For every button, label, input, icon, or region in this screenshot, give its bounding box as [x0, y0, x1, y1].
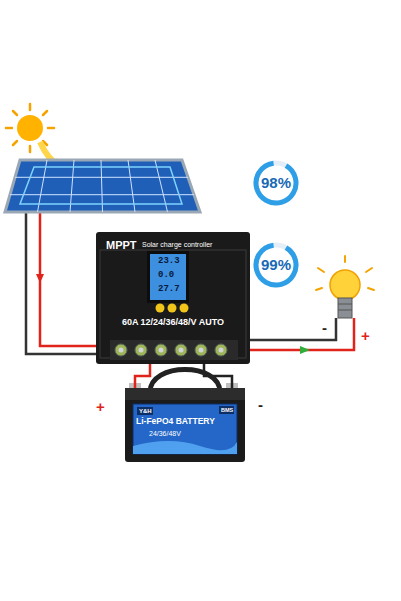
polarity-sign: + [96, 399, 105, 414]
node-text: Solar charge controller [142, 241, 212, 249]
charge-controller [199, 348, 204, 353]
light-bulb [316, 256, 374, 318]
ring-arc [253, 242, 299, 288]
battery [137, 407, 153, 415]
light-bulb [366, 268, 372, 272]
node-text: 27.7 [158, 285, 180, 295]
battery [125, 388, 245, 400]
solar-panel [15, 177, 188, 178]
light-bulb [338, 298, 352, 318]
charge-controller [135, 344, 147, 356]
light-bulb [344, 256, 346, 262]
battery-box: Y&H Li-FePO4 BATTERY 24/36/48V BMS [125, 388, 245, 462]
percent-ring: 99% [253, 242, 299, 288]
battery [125, 388, 245, 462]
charge-controller [139, 348, 144, 353]
charge-controller [219, 348, 224, 353]
charge-controller [115, 344, 127, 356]
node-text: 99% [261, 257, 291, 274]
polarity-sign: - [322, 320, 327, 335]
light-bulb [318, 268, 324, 272]
battery [125, 370, 245, 463]
node-text: 23.3 [158, 257, 180, 267]
solar-panel [10, 160, 194, 212]
sun-icon [43, 111, 47, 115]
light-bulb [368, 288, 374, 290]
node-text: 60A 12/24/36/48/V AUTO [96, 318, 250, 328]
battery [133, 441, 237, 454]
charge-controller [179, 348, 184, 353]
lcd-screen: 23.3 0.0 27.7 [150, 254, 186, 300]
solar-panel [20, 167, 182, 204]
ring-arc [253, 160, 299, 206]
sun-icon [6, 127, 12, 130]
charge-controller [195, 344, 207, 356]
battery [219, 406, 234, 414]
charge-controller [96, 232, 250, 364]
battery-wire [204, 364, 232, 388]
node-text: MPPT [106, 239, 137, 251]
sun-icon [6, 104, 54, 152]
charge-controller [147, 251, 189, 303]
charge-controller [119, 348, 224, 353]
charge-controller [180, 304, 189, 313]
charge-controller [96, 232, 250, 364]
sun-icon [29, 146, 32, 152]
load-wire [240, 318, 336, 340]
charge-controller [119, 348, 124, 353]
solar-panel [5, 160, 200, 212]
polarity-sign: - [258, 397, 263, 412]
sun-icon [6, 104, 54, 152]
charge-controller [215, 344, 227, 356]
node-text: 24/36/48V [149, 430, 181, 438]
light-bulb [338, 310, 352, 311]
sun-icon [13, 111, 17, 115]
charge-controller [115, 344, 227, 356]
pv-wire [36, 274, 44, 283]
charge-controller [110, 340, 238, 360]
sun-icon [17, 115, 43, 141]
light-bulb [338, 304, 352, 305]
charge-controller [175, 344, 187, 356]
charge-controller [155, 344, 167, 356]
battery-wire [135, 364, 150, 388]
node-text: BMS [221, 407, 233, 413]
solar-panel [5, 160, 200, 212]
node-text: Y&H [139, 408, 152, 415]
battery [133, 404, 237, 454]
sun-icon [13, 141, 17, 145]
sun-icon [48, 127, 54, 130]
charge-controller [156, 304, 165, 313]
node-text: Li-FePO4 BATTERY [136, 417, 215, 426]
load-wire [240, 318, 354, 354]
sun-icon [29, 104, 32, 110]
polarity-sign: + [361, 328, 370, 343]
load-wire [240, 318, 354, 350]
light-bulb [316, 288, 322, 290]
charge-controller-box: MPPT Solar charge controller 60A 12/24/36/… [96, 232, 250, 364]
charge-controller [168, 304, 177, 313]
node-text: 0.0 [158, 271, 174, 281]
percent-ring: 98% [253, 160, 299, 206]
node-text: 98% [261, 175, 291, 192]
light-bulb [330, 270, 360, 300]
charge-controller [159, 348, 164, 353]
solar-panel [10, 194, 194, 195]
load-wire [300, 346, 310, 354]
